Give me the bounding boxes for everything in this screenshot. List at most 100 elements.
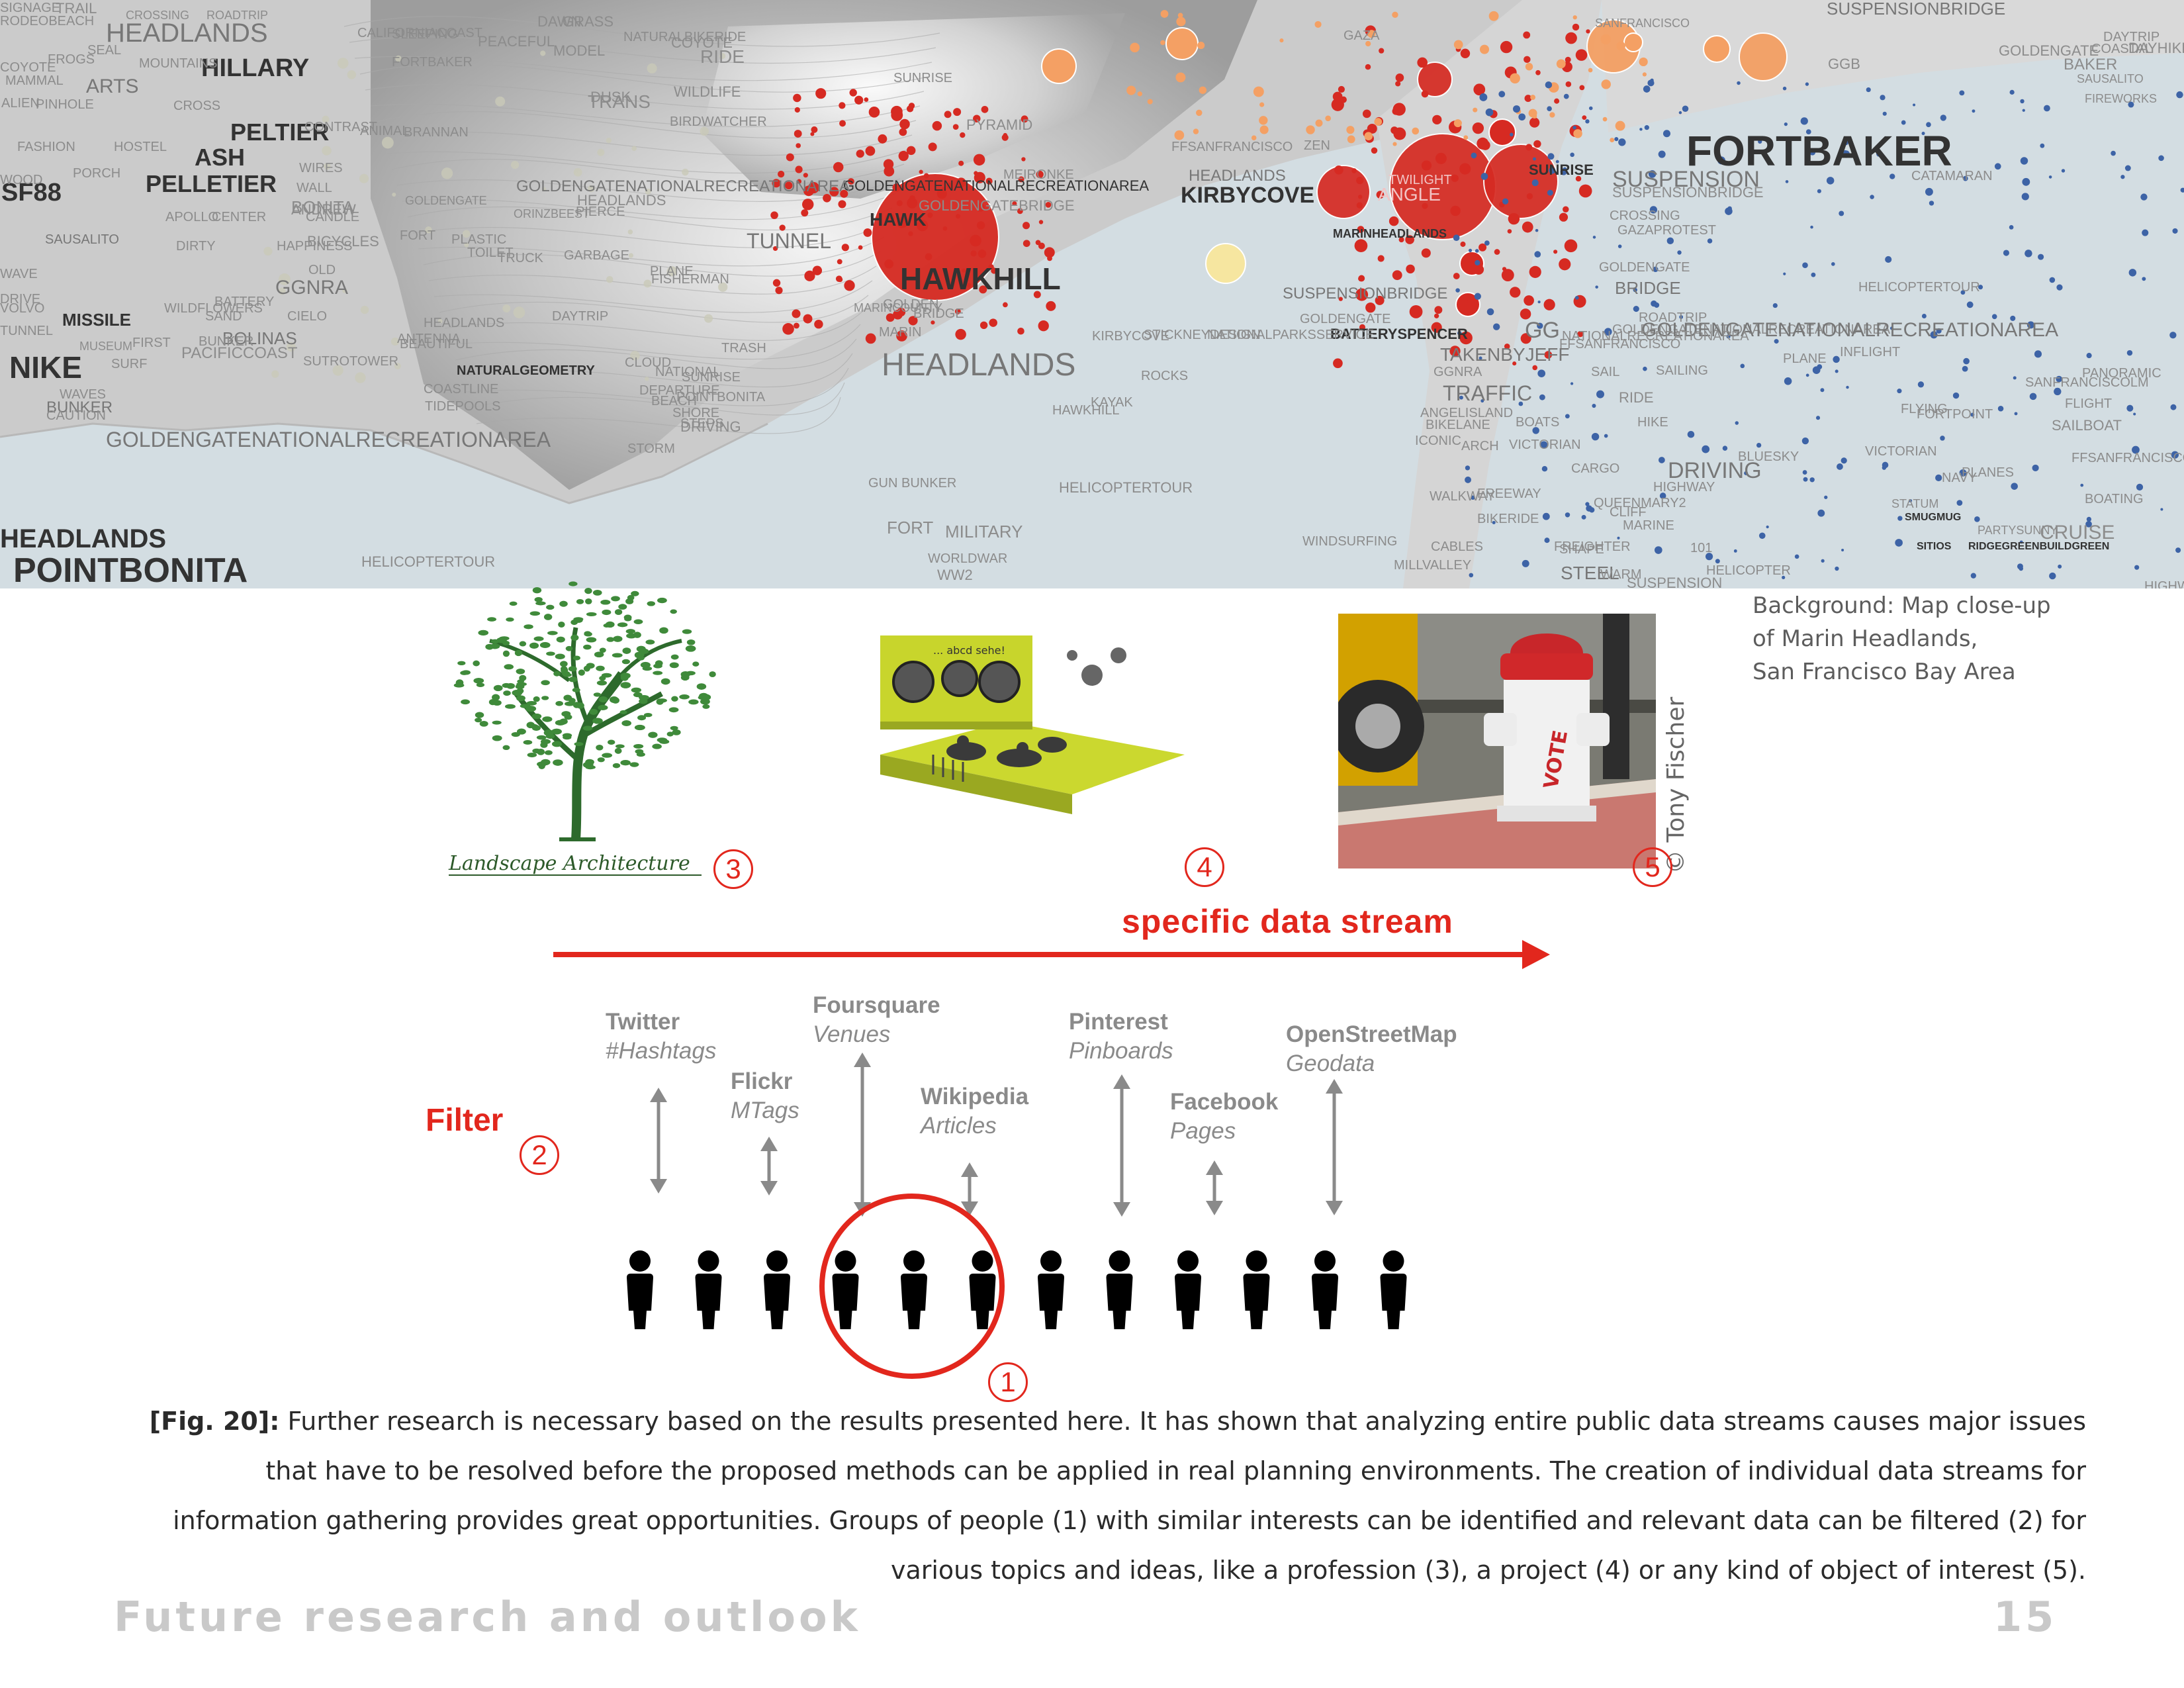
map-label: WAVES xyxy=(60,387,107,402)
map-point xyxy=(1803,477,1808,482)
map-point xyxy=(1518,113,1526,121)
map-point xyxy=(955,328,966,340)
map-label: GARBAGE xyxy=(564,248,629,263)
map-point xyxy=(355,372,366,383)
map-label: PIERCE xyxy=(576,205,625,219)
map-label: MARINCOUNTY xyxy=(854,301,942,314)
map-point xyxy=(1588,68,1593,73)
map-point xyxy=(627,229,633,235)
map-point xyxy=(437,318,443,324)
map-label: GAZA xyxy=(1343,28,1380,43)
map-point xyxy=(1395,73,1404,82)
map-label: MILITARY xyxy=(945,522,1023,541)
map-point xyxy=(1504,343,1510,350)
map-point xyxy=(425,226,432,234)
map-point xyxy=(1782,86,1787,91)
map-point xyxy=(1510,287,1521,298)
tree-leaf xyxy=(553,671,561,677)
tree-leaf xyxy=(490,639,500,644)
map-point xyxy=(844,280,855,291)
map-point xyxy=(1909,499,1913,502)
map-point xyxy=(1805,129,1811,134)
map-label: ZEN xyxy=(1304,138,1330,153)
map-point xyxy=(1485,108,1494,117)
map-point xyxy=(1595,285,1598,289)
map-label: FREIGHTER xyxy=(1554,539,1631,554)
tree-leaf xyxy=(546,651,555,656)
tree-leaf xyxy=(686,639,696,645)
map-label: WIRES xyxy=(299,161,343,175)
map-point xyxy=(1340,96,1347,103)
tree-leaf xyxy=(509,601,518,606)
map-point xyxy=(1392,270,1402,281)
map-point xyxy=(2111,150,2116,156)
map-point xyxy=(777,170,785,178)
map-point xyxy=(381,136,394,149)
map-point xyxy=(1196,109,1203,117)
contour-line xyxy=(428,265,877,295)
map-point xyxy=(1532,365,1538,371)
map-label: SIGNAGE xyxy=(0,1,61,15)
map-point xyxy=(1651,300,1657,307)
map-label: BIKELANE xyxy=(1426,418,1490,432)
map-label: PELLETIER xyxy=(146,170,277,197)
map-point xyxy=(1518,401,1524,406)
map-point xyxy=(1563,93,1569,99)
map-point xyxy=(1453,119,1462,128)
map-label: BLUESKY xyxy=(1738,449,1799,464)
tree-leaf xyxy=(633,632,641,638)
tree-leaf xyxy=(519,675,527,681)
map-label: FORTBAKER xyxy=(1686,127,1952,175)
map-point xyxy=(1540,441,1548,449)
tree-leaf xyxy=(563,673,572,677)
map-point xyxy=(2019,540,2023,544)
map-point xyxy=(1575,49,1588,61)
map-point xyxy=(1035,240,1041,246)
map-label: ANDREW xyxy=(291,201,356,218)
map-label: WILDLIFE xyxy=(674,83,741,100)
arrowhead-up xyxy=(760,1137,778,1151)
map-point xyxy=(1644,125,1649,130)
map-point xyxy=(1913,103,1916,107)
map-point xyxy=(1662,130,1671,138)
map-point xyxy=(1726,334,1731,339)
map-point xyxy=(1960,290,1966,295)
map-point xyxy=(797,179,802,184)
map-point xyxy=(1537,322,1543,329)
tree-leaf xyxy=(529,642,539,649)
map-point xyxy=(1367,30,1376,38)
map-label: NATURALBIKERIDE xyxy=(623,30,747,44)
map-point xyxy=(899,128,907,136)
map-point xyxy=(286,342,296,352)
tree-leaf xyxy=(502,650,510,657)
map-label: ORINZBEEST xyxy=(514,207,590,220)
map-point xyxy=(1575,175,1582,182)
tree-leaf xyxy=(535,601,546,606)
map-point xyxy=(1463,135,1469,140)
map-point xyxy=(1460,48,1471,58)
map-point xyxy=(573,167,582,177)
map-point xyxy=(840,189,848,198)
map-point xyxy=(807,182,819,194)
map-point xyxy=(2054,387,2062,396)
map-point xyxy=(1023,222,1030,230)
tree-leaf xyxy=(640,661,651,669)
map-label: DIRTY xyxy=(176,239,216,254)
map-point xyxy=(1833,355,1840,363)
map-point xyxy=(347,70,357,79)
map-label: FFSANFRANCISCO xyxy=(2071,451,2184,465)
figure-text: Further research is necessary based on t… xyxy=(173,1407,2086,1585)
map-point xyxy=(2175,547,2181,553)
map-point xyxy=(1021,115,1028,123)
tree-leaf xyxy=(457,661,466,666)
map-label: CONTRAST xyxy=(304,120,377,134)
map-label: FASHION xyxy=(17,140,75,154)
map-label: SAND xyxy=(205,309,242,324)
tree-leaf xyxy=(525,706,537,712)
map-label: FIRST xyxy=(132,336,171,350)
tree-leaf xyxy=(670,609,677,614)
tree-leaf xyxy=(679,694,690,700)
map-point xyxy=(630,350,640,361)
map-label: PINHOLE xyxy=(36,97,94,112)
map-label: TRUCK xyxy=(498,251,543,265)
